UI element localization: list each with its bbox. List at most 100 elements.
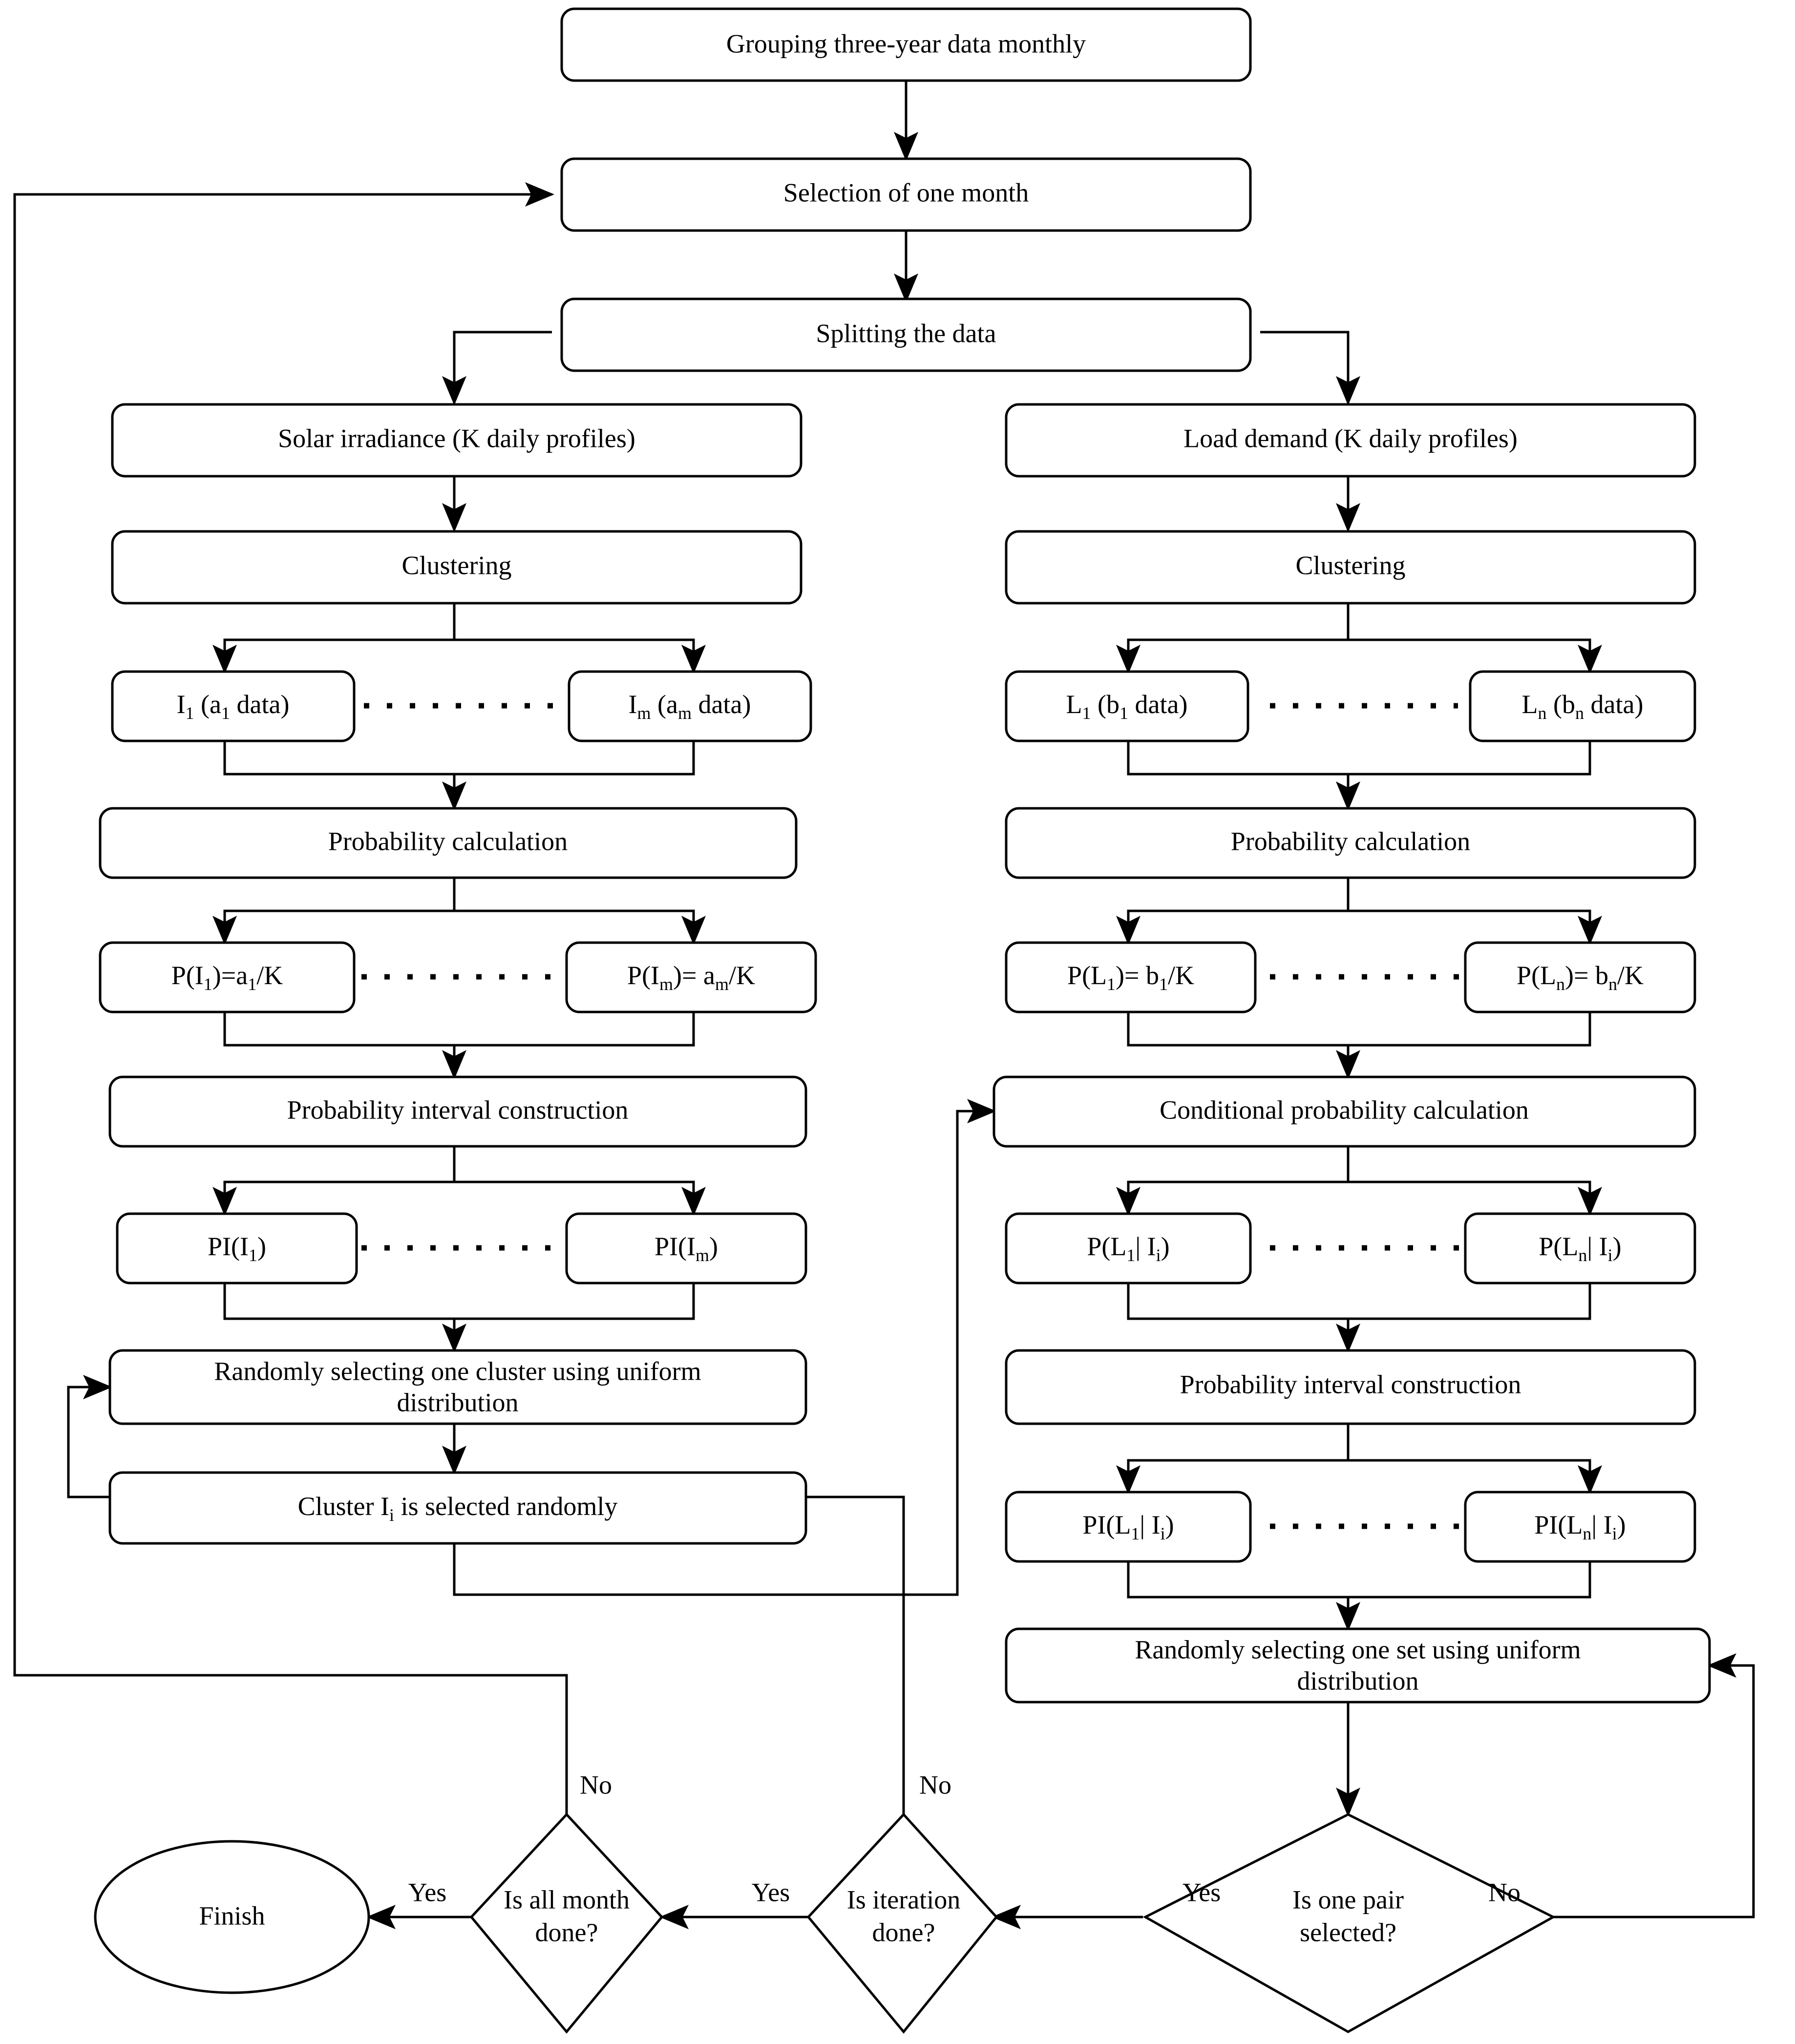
edge-prob-to-pl1: [1116, 877, 1350, 945]
edge-pii1-to-rand: [223, 1282, 466, 1353]
node-cond-ln[interactable]: P(Ln| Ii): [1464, 1212, 1696, 1285]
node-picln[interactable]: PI(Ln| Ii): [1464, 1491, 1696, 1563]
edge-pln-to-cond-join: [1348, 1011, 1591, 1047]
node-clustering-right-label: Clustering: [1296, 550, 1406, 580]
edge-cpln-to-interval-join: [1348, 1282, 1591, 1320]
node-prob-i1[interactable]: P(I1)=a1/K: [99, 941, 356, 1013]
node-decision-iteration[interactable]: Is iteration done?: [806, 1812, 998, 2034]
edge-interval-to-picl1: [1116, 1424, 1350, 1495]
edge-i1-to-prob: [223, 740, 466, 811]
node-random-cluster[interactable]: Randomly selecting one cluster using uni…: [108, 1349, 807, 1425]
edges-layer: [13, 81, 1755, 1929]
edge-cpl1-to-interval: [1127, 1282, 1360, 1353]
node-l1[interactable]: L1 (b1 data): [1005, 670, 1249, 742]
edge-month-no-loop: [13, 182, 568, 1814]
edge-interval-to-picln: [1348, 1459, 1602, 1495]
label-pair-yes: Yes: [1183, 1877, 1221, 1907]
edge-cond-to-cpl1: [1116, 1145, 1350, 1216]
node-cond-l1[interactable]: P(L1| Ii): [1005, 1212, 1252, 1285]
node-decision-one-pair-line2: selected?: [1300, 1918, 1396, 1947]
node-probability-left-label: Probability calculation: [328, 826, 568, 856]
edge-prob-to-pln: [1348, 909, 1602, 945]
edge-pair-no-loop: [1553, 1653, 1755, 1918]
node-start-label: Grouping three-year data monthly: [726, 29, 1086, 58]
node-piim-label: PI(Im): [655, 1232, 718, 1265]
edge-split-to-solar: [442, 331, 552, 405]
edge-clustering-to-im: [454, 638, 706, 674]
edge-clustering-to-i1: [212, 601, 456, 674]
node-finish-label: Finish: [199, 1901, 265, 1930]
node-decision-iteration-line1: Is iteration: [847, 1885, 960, 1914]
node-cond-l1-label: P(L1| Ii): [1087, 1232, 1169, 1265]
node-solar-label: Solar irradiance (K daily profiles): [278, 423, 635, 453]
node-decision-one-pair[interactable]: Is one pair selected?: [1142, 1813, 1556, 2033]
node-decision-all-month-line1: Is all month: [504, 1885, 630, 1914]
node-pii1[interactable]: PI(I1): [116, 1212, 358, 1285]
node-random-cluster-line2: distribution: [397, 1388, 518, 1417]
node-cluster-selected-label: Cluster Ii is selected randomly: [298, 1492, 618, 1525]
edge-interval-to-piim: [454, 1180, 706, 1216]
node-prob-ln-label: P(Ln)= bn/K: [1517, 961, 1644, 994]
node-cluster-selected[interactable]: Cluster Ii is selected randomly: [108, 1471, 807, 1545]
node-interval-right[interactable]: Probability interval construction: [1005, 1349, 1696, 1425]
node-probability-right[interactable]: Probability calculation: [1005, 807, 1696, 879]
edge-labels-layer: No Yes No Yes Yes No: [408, 1770, 1520, 1907]
edge-pi1-to-interval: [223, 1011, 466, 1079]
node-im[interactable]: Im (am data): [568, 670, 812, 742]
node-random-set-line2: distribution: [1297, 1666, 1418, 1695]
node-interval-left-label: Probability interval construction: [287, 1095, 629, 1124]
node-load-label: Load demand (K daily profiles): [1183, 423, 1518, 453]
node-prob-ln[interactable]: P(Ln)= bn/K: [1464, 941, 1696, 1013]
node-decision-iteration-line2: done?: [872, 1918, 935, 1947]
edge-picln-to-randset-join: [1348, 1560, 1591, 1599]
node-select-month[interactable]: Selection of one month: [560, 157, 1252, 232]
node-prob-im-label: P(Im)= am/K: [627, 961, 755, 994]
node-prob-im[interactable]: P(Im)= am/K: [565, 941, 817, 1013]
node-splitting-label: Splitting the data: [816, 318, 996, 348]
node-splitting[interactable]: Splitting the data: [560, 297, 1252, 372]
edge-l1-to-prob: [1127, 740, 1360, 811]
node-random-set-line1: Randomly selecting one set using uniform: [1135, 1635, 1581, 1664]
node-probability-left[interactable]: Probability calculation: [99, 807, 798, 879]
node-pii1-label: PI(I1): [208, 1232, 266, 1265]
edge-pl1-to-cond: [1127, 1011, 1360, 1079]
node-finish[interactable]: Finish: [94, 1840, 370, 1994]
edge-ln-to-prob-join: [1348, 740, 1591, 776]
node-picl1[interactable]: PI(L1| Ii): [1005, 1491, 1252, 1563]
edge-im-to-prob-join: [454, 740, 695, 776]
node-start[interactable]: Grouping three-year data monthly: [560, 7, 1252, 82]
node-conditional-probability[interactable]: Conditional probability calculation: [993, 1075, 1696, 1148]
edge-clustering-to-ln: [1348, 638, 1602, 674]
node-interval-left[interactable]: Probability interval construction: [108, 1075, 807, 1148]
edge-clustering-to-l1: [1116, 601, 1350, 674]
node-decision-one-pair-line1: Is one pair: [1292, 1885, 1404, 1914]
node-random-cluster-line1: Randomly selecting one cluster using uni…: [214, 1356, 701, 1386]
node-probability-right-label: Probability calculation: [1231, 826, 1470, 856]
label-iter-yes: Yes: [752, 1877, 790, 1907]
node-load-demand[interactable]: Load demand (K daily profiles): [1005, 403, 1696, 478]
node-clustering-right[interactable]: Clustering: [1005, 530, 1696, 605]
node-select-month-label: Selection of one month: [783, 178, 1029, 207]
node-cond-ln-label: P(Ln| Ii): [1539, 1232, 1621, 1265]
edge-picl1-to-randset: [1127, 1560, 1360, 1631]
node-im-label: Im (am data): [629, 690, 751, 723]
node-interval-right-label: Probability interval construction: [1180, 1370, 1521, 1399]
node-solar-irradiance[interactable]: Solar irradiance (K daily profiles): [111, 403, 802, 478]
node-ln-label: Ln (bn data): [1522, 690, 1644, 723]
label-month-no: No: [580, 1770, 612, 1799]
edge-prob-to-pi1: [212, 877, 456, 945]
node-i1[interactable]: I1 (a1 data): [111, 670, 356, 742]
node-decision-all-month-line2: done?: [535, 1918, 598, 1947]
node-random-set[interactable]: Randomly selecting one set using uniform…: [1005, 1627, 1711, 1704]
edge-prob-to-pim: [454, 909, 706, 945]
node-ln[interactable]: Ln (bn data): [1469, 670, 1696, 742]
node-picl1-label: PI(L1| Ii): [1082, 1510, 1174, 1543]
node-clustering-left-label: Clustering: [402, 550, 512, 580]
node-prob-l1[interactable]: P(L1)= b1/K: [1005, 941, 1257, 1013]
node-piim[interactable]: PI(Im): [565, 1212, 807, 1285]
node-clustering-left[interactable]: Clustering: [111, 530, 802, 605]
edge-interval-to-pii1: [212, 1145, 456, 1216]
node-decision-all-month[interactable]: Is all month done?: [469, 1812, 664, 2034]
edge-pim-to-interval-join: [454, 1011, 695, 1047]
